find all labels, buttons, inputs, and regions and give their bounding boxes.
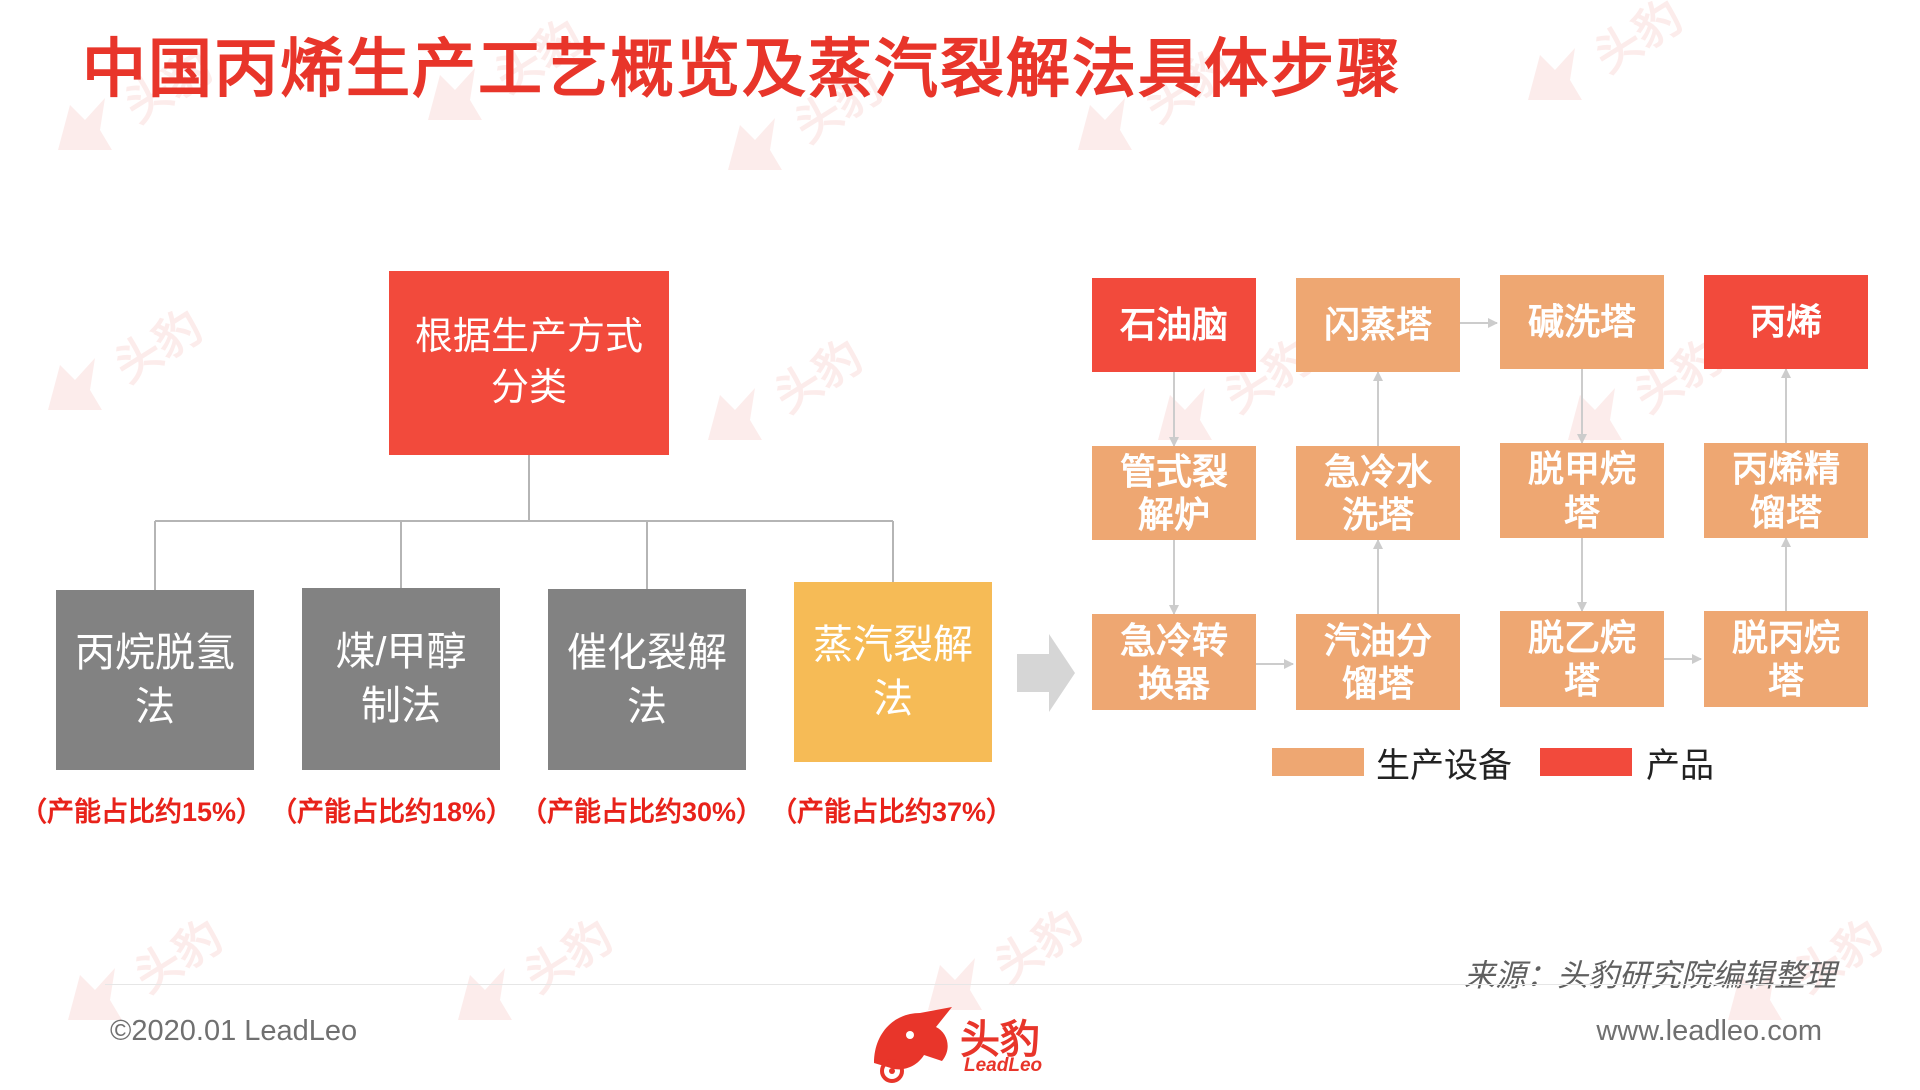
flow-demethanizer: 脱甲烷塔 [1500,443,1664,538]
flow-quench-exchanger: 急冷转换器 [1092,614,1256,710]
method-catalytic-cracking: 催化裂解法 [548,589,746,770]
flow-naphtha: 石油脑 [1092,278,1256,372]
footer-divider [105,984,1815,985]
method-coal-methanol: 煤/甲醇制法 [302,588,500,770]
big-arrow [1017,634,1075,712]
share-steam-cracking: （产能占比约37%） [770,797,1014,827]
flow-deethanizer: 脱乙烷塔 [1500,611,1664,707]
flow-caustic-wash-tower: 碱洗塔 [1500,275,1664,369]
flow-quench-water-tower: 急冷水洗塔 [1296,446,1460,540]
method-propane-dehydrogenation: 丙烷脱氢法 [56,590,254,770]
root-node: 根据生产方式分类 [389,271,669,455]
flow-tubular-cracking-furnace: 管式裂解炉 [1092,446,1256,540]
logo-text-cn: 头豹 [960,1018,1040,1062]
website-link[interactable]: www.leadleo.com [1596,1015,1822,1047]
flow-propylene: 丙烯 [1704,275,1868,369]
logo-text-en: LeadLeo [964,1055,1043,1076]
leopard-logo-icon [874,1007,952,1083]
source-note: 来源：头豹研究院编辑整理 [1464,958,1836,993]
flow-propylene-rectifier: 丙烯精馏塔 [1704,443,1868,538]
legend-product-swatch [1540,748,1632,776]
page-title: 中国丙烯生产工艺概览及蒸汽裂解法具体步骤 [82,33,1402,105]
legend-equipment-swatch [1272,748,1364,776]
logo: 头豹 LeadLeo [868,1005,1042,1090]
flow-flash-tower: 闪蒸塔 [1296,278,1460,372]
share-coal-methanol: （产能占比约18%） [270,797,514,827]
legend-equipment-label: 生产设备 [1376,747,1512,785]
share-propane-dehydrogenation: （产能占比约15%） [20,797,264,827]
method-steam-cracking: 蒸汽裂解法 [794,582,992,762]
flow-depropanizer: 脱丙烷塔 [1704,611,1868,707]
tree-connectors [154,455,894,590]
share-catalytic-cracking: （产能占比约30%） [520,797,764,827]
flow-arrows [1169,318,1791,669]
flow-gasoline-fractionator: 汽油分馏塔 [1296,614,1460,710]
copyright: ©2020.01 LeadLeo [110,1015,358,1047]
legend-product-label: 产品 [1646,747,1714,785]
